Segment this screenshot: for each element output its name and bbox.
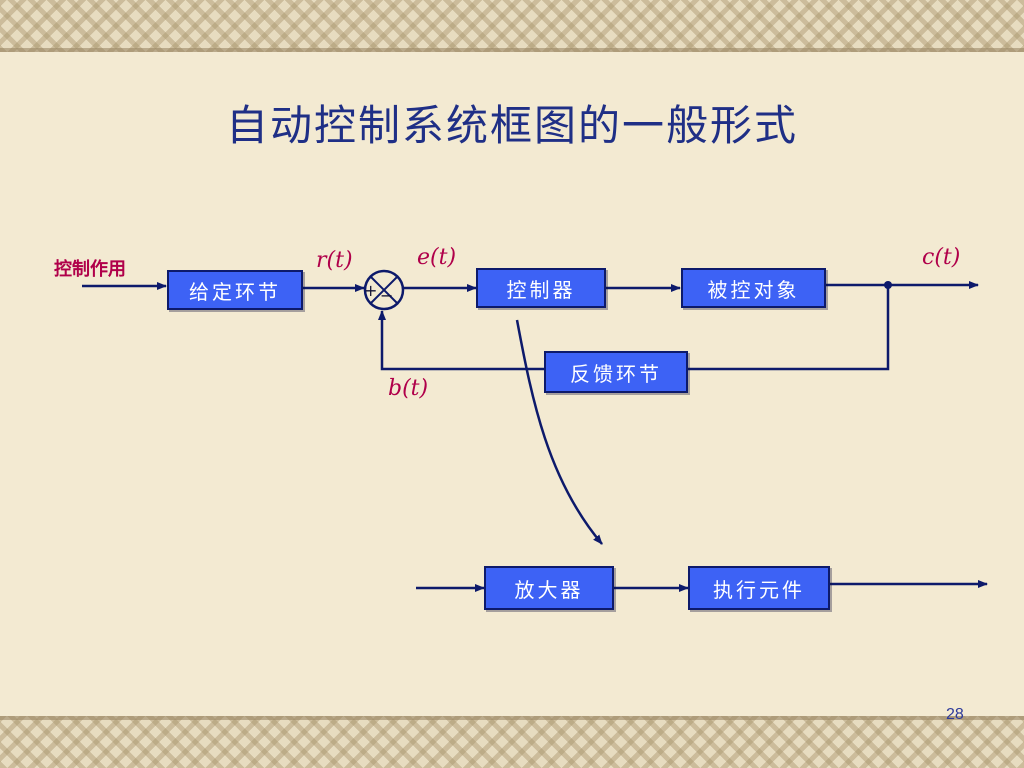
- amplifier-block: 放大器: [484, 566, 614, 610]
- slide-title: 自动控制系统框图的一般形式: [225, 101, 798, 150]
- junction-cross-2: [370, 276, 398, 304]
- expand-arrow: [515, 319, 603, 545]
- signal-r: r(t): [316, 248, 353, 273]
- plus-sign: +: [364, 281, 378, 300]
- summing-junction: [363, 269, 405, 311]
- minus-sign: −: [380, 286, 394, 305]
- plant-block: 被控对象: [681, 268, 826, 308]
- setpoint-block: 给定环节: [167, 270, 303, 310]
- bottom-border: [0, 716, 1024, 768]
- controller-block: 控制器: [476, 268, 606, 308]
- signal-b: b(t): [388, 376, 429, 401]
- signal-e: e(t): [417, 245, 457, 270]
- feedback-block: 反馈环节: [544, 351, 688, 393]
- actuator-block: 执行元件: [688, 566, 830, 610]
- top-border: [0, 0, 1024, 52]
- signal-c: c(t): [922, 245, 961, 270]
- input-label: 控制作用: [54, 259, 126, 280]
- feedback-line-left: [378, 310, 544, 371]
- page-number: 28: [946, 706, 964, 723]
- feedback-line-right: [688, 285, 890, 371]
